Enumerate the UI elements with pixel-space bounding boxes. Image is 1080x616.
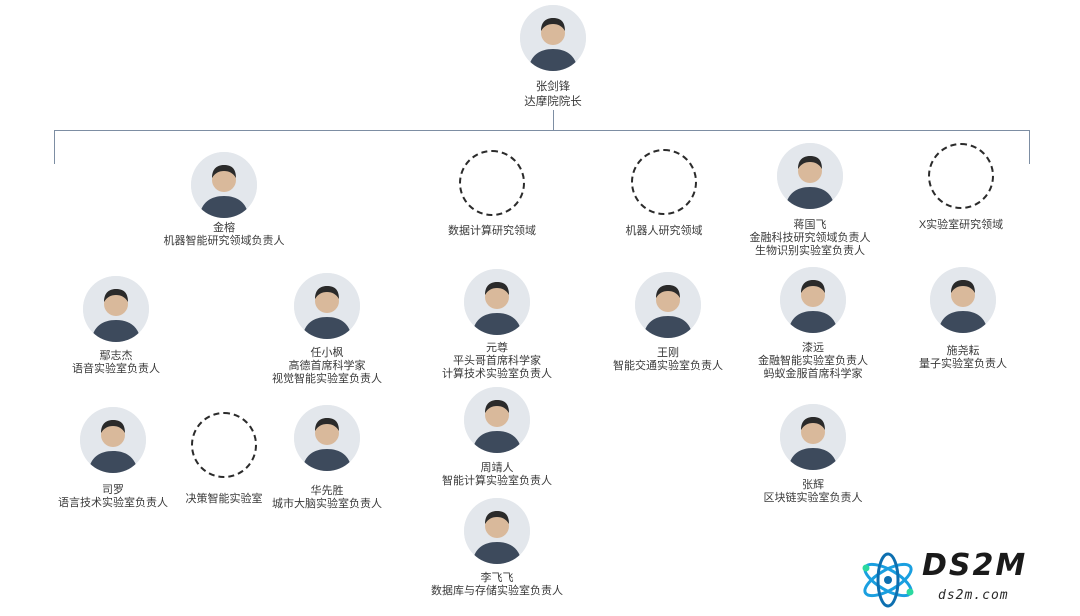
node-label: 张剑锋 达摩院院长 [443,80,663,110]
node-label: 司罗 语言技术实验室负责人 [3,484,223,510]
avatar [930,267,996,333]
node-label: X实验室研究领域 [851,219,1071,232]
person-icon [520,5,586,71]
node-label: 周靖人 智能计算实验室负责人 [387,462,607,488]
node-name: 王刚 [657,347,679,359]
node-name: 蒋国飞 [793,219,827,231]
avatar [80,407,146,473]
person-icon [930,267,996,333]
avatar [464,498,530,564]
node-title: 达摩院院长 [524,96,582,108]
person-icon [464,269,530,335]
avatar [294,405,360,471]
person-icon [464,498,530,564]
node-line: 量子实验室负责人 [919,358,1007,370]
node-line: 数据计算研究领域 [448,225,536,237]
node-line: 城市大脑实验室负责人 [272,498,382,510]
node-line: 高德首席科学家 [288,360,366,372]
node-name: 任小枫 [310,347,344,359]
node-label: 施尧耘 量子实验室负责人 [853,345,1073,371]
ds2m-logo: DS2M ds2m.com [858,548,1070,610]
placeholder-ring [459,150,525,216]
placeholder-ring [928,143,994,209]
node-label: 李飞飞 数据库与存储实验室负责人 [387,572,607,598]
branch-line [54,130,1030,131]
branch-tick-left [54,130,55,164]
node-label: 华先胜 城市大脑实验室负责人 [217,485,437,511]
node-name: 周靖人 [480,462,514,474]
node-line: 金融智能实验室负责人 [758,355,868,367]
node-label: 元尊 平头哥首席科学家 计算技术实验室负责人 [387,342,607,381]
person-icon [780,267,846,333]
node-line: 机器人研究领域 [625,225,703,237]
placeholder-ring [631,149,697,215]
node-line: 语音实验室负责人 [72,363,160,375]
person-icon [83,276,149,342]
node-line: 视觉智能实验室负责人 [272,373,382,385]
root-connector [553,110,554,130]
branch-tick-right [1029,130,1030,164]
logo-text: DS2M [922,548,1028,583]
avatar [520,5,586,71]
node-name: 施尧耘 [946,345,980,357]
node-name: 张辉 [802,479,824,491]
node-line: 区块链实验室负责人 [763,492,863,504]
node-line: 智能计算实验室负责人 [442,475,552,487]
node-name: 李飞飞 [480,572,514,584]
node-line: X实验室研究领域 [918,219,1004,231]
node-line: 生物识别实验室负责人 [755,245,865,257]
node-name: 司罗 [102,484,124,496]
placeholder-ring [191,412,257,478]
node-line: 智能交通实验室负责人 [613,360,723,372]
person-icon [294,405,360,471]
node-label: 蒋国飞 金融科技研究领域负责人 生物识别实验室负责人 [700,219,920,258]
node-label: 机器人研究领域 [554,225,774,238]
atom-logo-icon [862,552,914,608]
node-label: 王刚 智能交通实验室负责人 [558,347,778,373]
person-icon [191,152,257,218]
node-label: 数据计算研究领域 [382,225,602,238]
person-icon [635,272,701,338]
avatar [191,152,257,218]
node-label: 任小枫 高德首席科学家 视觉智能实验室负责人 [217,347,437,386]
node-name: 元尊 [486,342,508,354]
node-label: 漆远 金融智能实验室负责人 蚂蚁金服首席科学家 [703,342,923,381]
node-label: 张辉 区块链实验室负责人 [703,479,923,505]
node-label: 金榕 机器智能研究领域负责人 [114,222,334,248]
avatar [777,143,843,209]
node-line: 金融科技研究领域负责人 [749,232,871,244]
avatar [635,272,701,338]
node-line: 蚂蚁金服首席科学家 [763,368,863,380]
node-name: 鄢志杰 [99,350,133,362]
person-icon [777,143,843,209]
node-label: 鄢志杰 语音实验室负责人 [6,350,226,376]
person-icon [464,387,530,453]
person-icon [780,404,846,470]
avatar [780,267,846,333]
avatar [294,273,360,339]
node-line: 平头哥首席科学家 [453,355,541,367]
node-line: 计算技术实验室负责人 [442,368,552,380]
node-name: 华先胜 [310,485,344,497]
node-name: 金榕 [213,222,235,234]
node-name: 张剑锋 [535,81,571,93]
node-label: 决策智能实验室 [114,493,334,506]
node-line: 语言技术实验室负责人 [58,497,168,509]
avatar [464,269,530,335]
node-line: 机器智能研究领域负责人 [163,235,285,247]
node-name: 漆远 [802,342,824,354]
logo-url: ds2m.com [938,588,1009,603]
person-icon [294,273,360,339]
node-line: 数据库与存储实验室负责人 [431,585,563,597]
avatar [83,276,149,342]
avatar [464,387,530,453]
node-line: 决策智能实验室 [185,493,263,505]
person-icon [80,407,146,473]
avatar [780,404,846,470]
